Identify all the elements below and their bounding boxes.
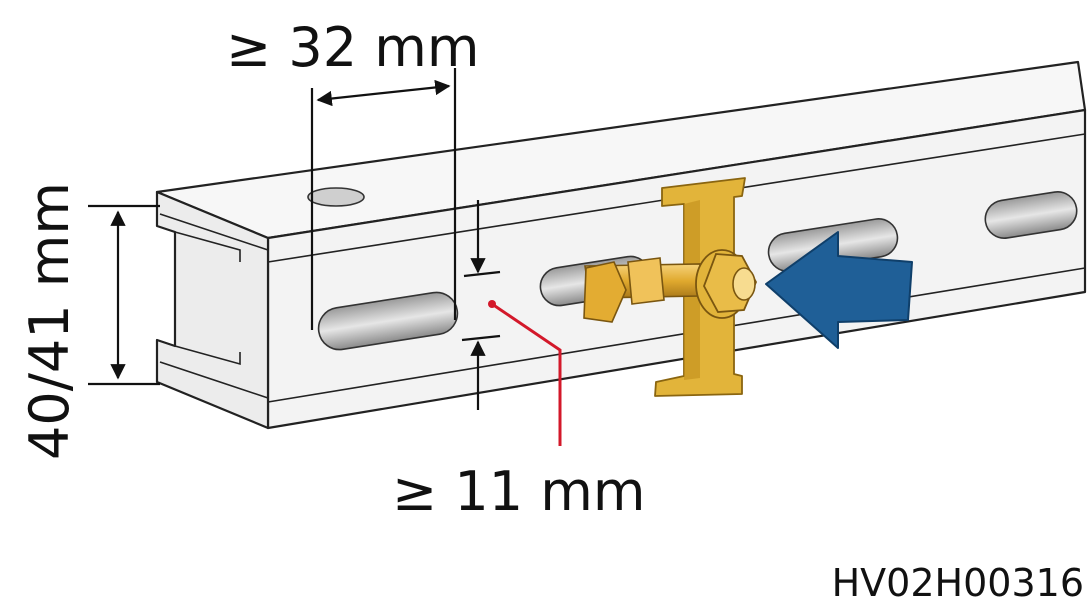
anchor-bolt [583, 249, 757, 323]
bolt-nut-left [583, 261, 627, 323]
channel-slot [984, 191, 1078, 239]
channel-lip-upper [159, 213, 269, 262]
channel-top-hole [307, 187, 365, 207]
double-arrow-icon [316, 79, 451, 107]
arrow-left-icon [765, 231, 913, 349]
callout-line [491, 302, 562, 446]
dimension-height: 40/41 mm [18, 182, 160, 460]
bolt-spring [627, 257, 665, 305]
channel-slot [317, 291, 459, 351]
height-label: 40/41 mm [18, 182, 81, 460]
channel-face-edge-lower [267, 267, 1086, 403]
channel-lip-lower [159, 345, 269, 399]
width-min-label: ≥ 32 mm [226, 16, 480, 79]
figure-code: HV02H00316 [832, 561, 1084, 605]
dimension-lip: ≥ 11 mm [392, 200, 646, 523]
dimension-width: ≥ 32 mm [226, 16, 480, 330]
strut-channel [155, 60, 1087, 430]
lip-min-label: ≥ 11 mm [392, 460, 646, 523]
bolt-end [732, 267, 756, 301]
